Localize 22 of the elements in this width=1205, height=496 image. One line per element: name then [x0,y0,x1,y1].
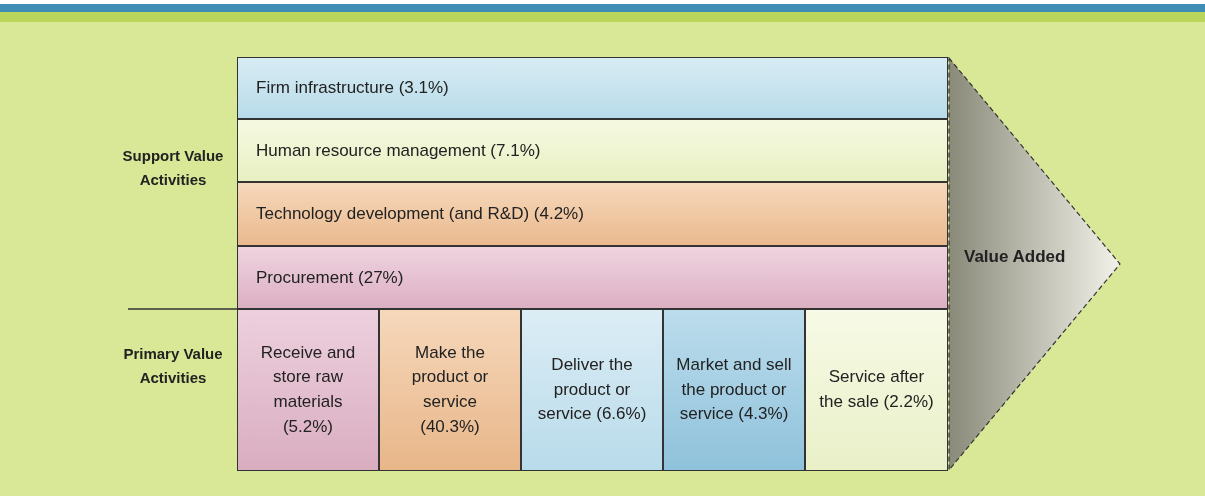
activity-band [237,119,948,182]
activity-label: Firm infrastructure (3.1%) [256,78,449,98]
activity-box [237,309,379,471]
activity-box [521,309,663,471]
activity-band [237,57,948,119]
activity-label: Human resource management (7.1%) [256,140,541,161]
section-label: Support Value Activities [121,146,225,190]
activity-box [805,309,948,471]
activity-band [237,182,948,246]
arrow-label: Value Added [964,247,1066,267]
activity-label: Service after the sale (2.2%) [818,366,935,413]
activity-band [237,246,948,309]
activity-box [663,309,805,471]
activity-label: Market and sell the product or service (4.3%) [676,354,792,426]
activity-label: Make the product or service (40.3%) [410,341,490,438]
activity-label: Receive and store raw materials (5.2%) [259,341,357,438]
activity-label: Deliver the product or service (6.6%) [536,354,648,426]
activity-box [379,309,521,471]
section-label: Primary Value Activities [122,344,224,388]
activity-label: Procurement (27%) [256,267,404,288]
value-arrow [948,57,1122,471]
activity-label: Technology development (and R&D) (4.2%) [256,204,584,224]
